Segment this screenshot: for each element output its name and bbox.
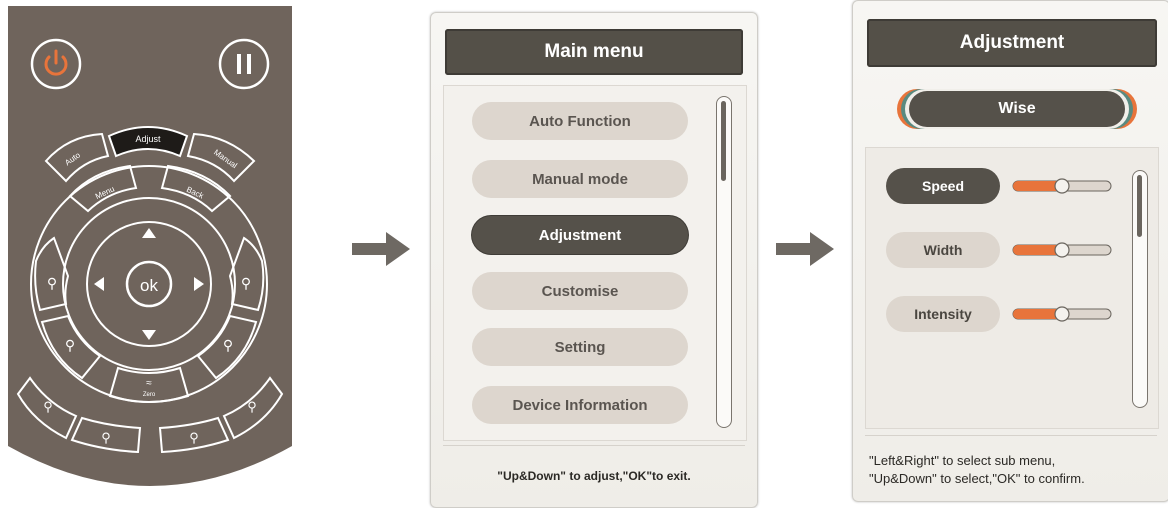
leg-down-right-button[interactable]: ⚲ (158, 416, 230, 454)
seat-icon: ⚲ (47, 275, 57, 291)
seat-icon: ⚲ (247, 399, 257, 414)
menu-list: Auto Function Manual mode Adjustment Cus… (443, 85, 747, 441)
adjustment-panel: Adjustment Wise Speed Width Intensity "L… (852, 0, 1168, 502)
setting-width-label[interactable]: Width (886, 232, 1000, 268)
adjust-label: Adjust (135, 134, 161, 144)
main-menu-panel: Main menu Auto Function Manual mode Adju… (430, 12, 758, 508)
leg-up-left-button[interactable]: ⚲ (16, 376, 78, 440)
setting-speed-label[interactable]: Speed (886, 168, 1000, 204)
zero-gravity-button[interactable]: ≈ Zero (108, 366, 190, 403)
power-button[interactable] (30, 38, 82, 90)
menu-scrollbar[interactable] (716, 96, 732, 428)
recline-right-upper-button[interactable]: ⚲ (228, 236, 265, 312)
zero-gravity-icon: ≈ (146, 378, 152, 389)
leg-down-left-button[interactable]: ⚲ (70, 416, 142, 454)
menu-item-setting[interactable]: Setting (472, 328, 688, 366)
menu-item-manual-mode[interactable]: Manual mode (472, 160, 688, 198)
speed-slider[interactable] (1012, 178, 1112, 194)
ok-label: ok (140, 276, 158, 295)
recline-left-lower-button[interactable]: ⚲ (40, 314, 102, 380)
power-icon (44, 49, 68, 76)
mode-selector[interactable]: Wise (897, 89, 1137, 129)
scrollbar-thumb[interactable] (721, 101, 726, 181)
slider-knob[interactable] (1054, 178, 1070, 194)
seat-icon: ⚲ (43, 399, 53, 414)
slider-knob[interactable] (1054, 306, 1070, 322)
scrollbar-thumb[interactable] (1137, 175, 1142, 237)
divider (865, 435, 1157, 436)
seat-icon: ⚲ (65, 337, 75, 353)
page-title: Adjustment (867, 19, 1157, 67)
up-arrow-icon[interactable] (142, 228, 156, 238)
leg-up-right-button[interactable]: ⚲ (222, 376, 284, 440)
right-arrow-icon[interactable] (194, 277, 204, 291)
adjustment-hint-line2: "Up&Down" to select,"OK" to confirm. (869, 471, 1085, 486)
slider-fill (1013, 245, 1063, 255)
menu-item-adjustment[interactable]: Adjustment (472, 216, 688, 254)
slider-knob[interactable] (1054, 242, 1070, 258)
mode-value[interactable]: Wise (909, 91, 1125, 127)
adjust-button[interactable]: Adjust (107, 126, 189, 158)
recline-left-upper-button[interactable]: ⚲ (34, 236, 70, 312)
remote-control: Adjust Auto Manual Menu Back ok ⚲ ⚲ ⚲ (8, 6, 292, 486)
settings-list: Speed Width Intensity (865, 147, 1159, 429)
seat-icon: ⚲ (241, 275, 251, 291)
page-title: Main menu (445, 29, 743, 75)
ok-button[interactable]: ok (125, 260, 173, 308)
main-menu-hint: "Up&Down" to adjust,"OK"to exit. (497, 469, 691, 483)
slider-fill (1013, 181, 1063, 191)
zero-label: Zero (143, 392, 156, 398)
arrow-right-icon (352, 232, 410, 266)
menu-item-customise[interactable]: Customise (472, 272, 688, 310)
seat-icon: ⚲ (223, 337, 233, 353)
pause-button[interactable] (218, 38, 270, 90)
divider (443, 445, 745, 446)
settings-scrollbar[interactable] (1132, 170, 1148, 408)
width-slider[interactable] (1012, 242, 1112, 258)
left-arrow-icon[interactable] (94, 277, 104, 291)
pause-icon (237, 54, 251, 74)
down-arrow-icon[interactable] (142, 330, 156, 340)
seat-icon: ⚲ (189, 430, 199, 445)
menu-item-device-information[interactable]: Device Information (472, 386, 688, 424)
setting-intensity-label[interactable]: Intensity (886, 296, 1000, 332)
slider-fill (1013, 309, 1063, 319)
adjustment-hint-line1: "Left&Right" to select sub menu, (869, 453, 1056, 468)
intensity-slider[interactable] (1012, 306, 1112, 322)
recline-right-lower-button[interactable]: ⚲ (196, 314, 258, 380)
seat-icon: ⚲ (101, 430, 111, 445)
menu-item-auto-function[interactable]: Auto Function (472, 102, 688, 140)
arrow-right-icon (776, 232, 834, 266)
